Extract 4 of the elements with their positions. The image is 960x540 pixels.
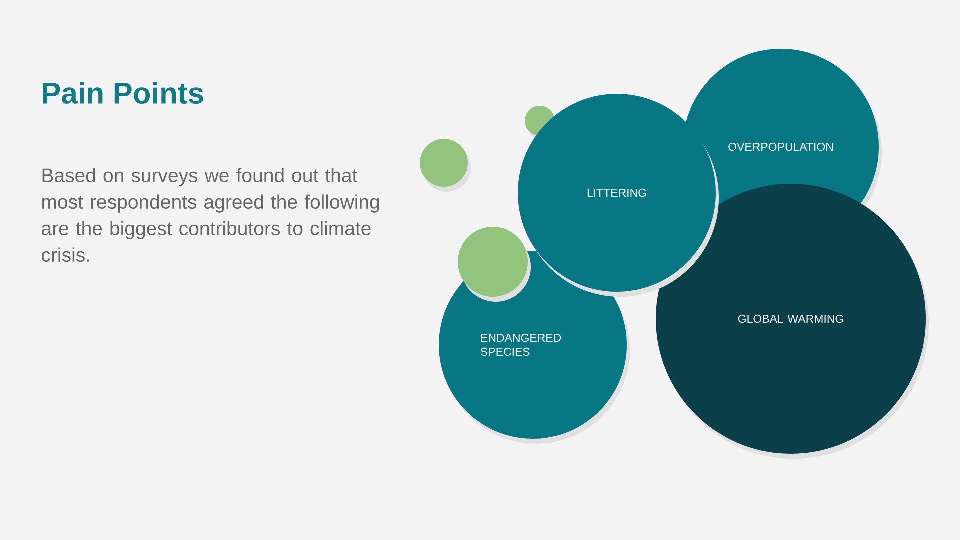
slide-title: Pain Points <box>43 82 204 104</box>
dot-circle <box>420 139 471 192</box>
dot-circle <box>458 227 531 302</box>
body-text: Based on surveys we found out that most respondents agreed the following are the biggest contributors to climate crisis. <box>42 168 380 262</box>
